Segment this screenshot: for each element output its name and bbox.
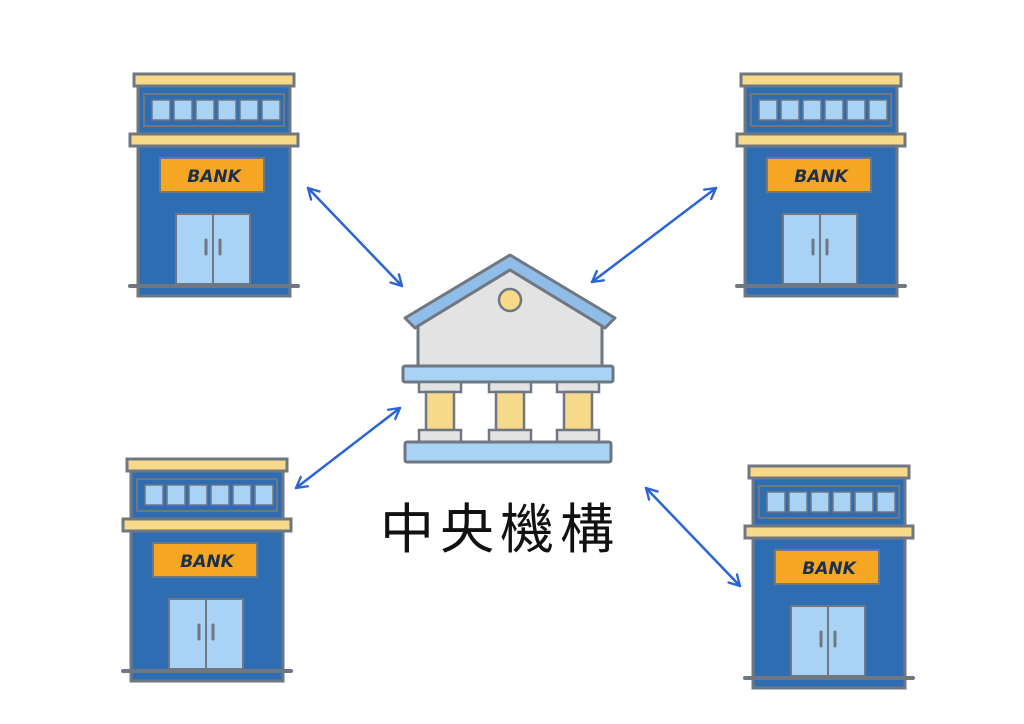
arrow-top-right: [590, 186, 718, 284]
bank-building-top-left: BANK: [128, 72, 300, 298]
arrow-top-left: [306, 186, 404, 288]
bank-building-bottom-left: BANK: [121, 457, 293, 683]
bank-sign-label: BANK: [187, 167, 242, 187]
bank-building-bottom-right: BANK: [743, 464, 915, 690]
bank-sign-label: BANK: [802, 559, 857, 579]
central-institution-building: [401, 253, 617, 464]
bank-sign-label: BANK: [180, 552, 235, 572]
bank-building-top-right: BANK: [735, 72, 907, 298]
arrow-bottom-left: [294, 406, 402, 490]
arrow-bottom-right: [644, 486, 742, 588]
central-institution-label: 中央機構: [380, 498, 620, 561]
bank-sign-label: BANK: [794, 167, 849, 187]
